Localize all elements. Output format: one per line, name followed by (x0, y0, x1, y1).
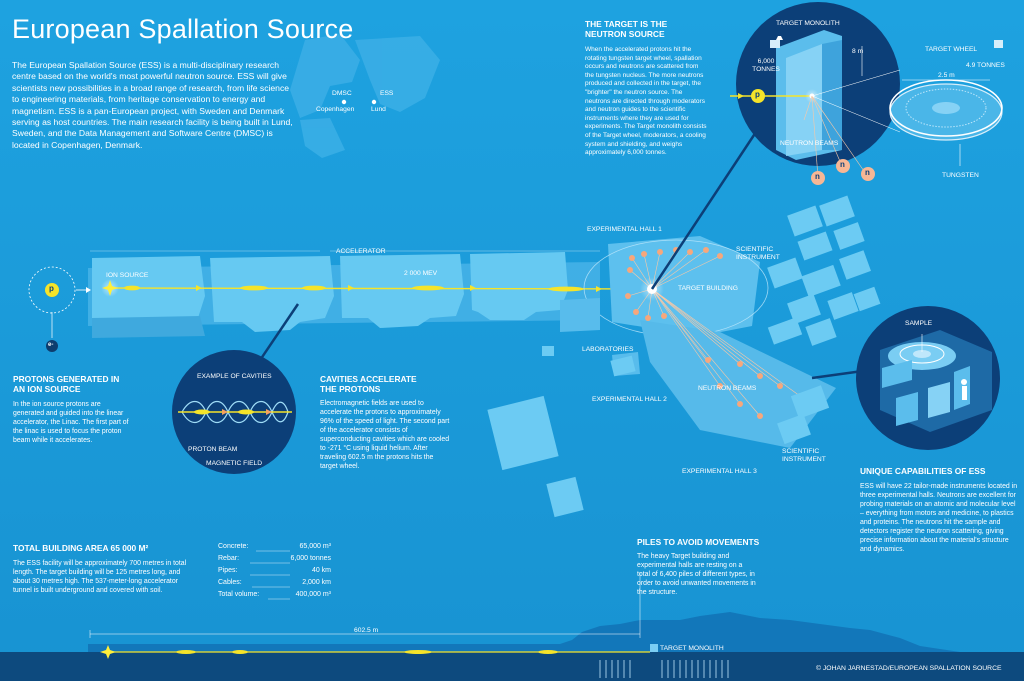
neutron-particles (811, 159, 875, 185)
sample-label: SAMPLE (905, 320, 933, 327)
proton-letter-monolith: p (755, 90, 760, 99)
monolith-weight: 6,000 TONNES (752, 58, 780, 73)
area-heading: TOTAL BUILDING AREA 65 000 m² (13, 543, 149, 553)
cavities-inset (172, 350, 296, 474)
ion-source-label: ION SOURCE (106, 272, 149, 279)
hall-1-label: EXPERIMENTAL HALL 1 (587, 226, 662, 233)
proton-beam-label: PROTON BEAM (188, 446, 238, 453)
stat-value: 65,000 m³ (299, 543, 331, 550)
ion-source-spark (101, 279, 119, 297)
proton-beam-line (107, 285, 653, 292)
hall-3-label: EXPERIMENTAL HALL 3 (682, 468, 757, 475)
unique-heading: UNIQUE CAPABILITIES OF ESS (860, 466, 986, 476)
target-monolith-label: TARGET MONOLITH (776, 20, 840, 27)
bottom-target-monolith-label: TARGET MONOLITH (660, 645, 724, 652)
stat-label: Concrete: (218, 543, 249, 550)
cavities-body: Electromagnetic fields are used to accel… (320, 400, 450, 470)
neutron-letter-1: n (815, 172, 820, 181)
accelerator-tunnel (88, 252, 600, 338)
stat-value: 6,000 tonnes (290, 555, 331, 562)
area-body: The ESS facility will be approximately 7… (13, 560, 187, 594)
scientific-instrument-label-2: SCIENTIFIC INSTRUMENT (782, 448, 826, 463)
wheel-material: TUNGSTEN (942, 172, 979, 179)
dmsc-dot (341, 99, 347, 105)
hydrogen-atom (28, 266, 91, 352)
protons-body: In the ion source protons are generated … (13, 401, 129, 444)
stat-label: Pipes: (218, 567, 238, 574)
credit-text: © JOHAN JARNESTAD/EUROPEAN SPALLATION SO… (816, 665, 1002, 672)
stat-value: 400,000 m³ (295, 591, 331, 598)
scandinavia-map (290, 34, 440, 158)
stat-label: Rebar: (218, 555, 240, 562)
unique-body: ESS will have 22 tailor-made instruments… (860, 483, 1018, 553)
protons-heading: PROTONS GENERATED IN AN ION SOURCE (13, 374, 120, 394)
piles-body: The heavy Target building and experiment… (637, 553, 756, 596)
target-monolith-inset (730, 2, 900, 179)
electron-letter: e- (48, 342, 54, 348)
target-heading-line-2: NEUTRON SOURCE (585, 29, 665, 39)
map-label-lund: Lund (371, 106, 386, 113)
neutron-letter-2: n (840, 160, 845, 169)
sample-inset (856, 306, 1000, 450)
target-body: When the accelerated protons hit the rot… (585, 46, 707, 157)
stat-value: 40 km (311, 567, 331, 574)
monolith-height: 8 m (852, 48, 864, 55)
wheel-weight: 4.9 TONNES (966, 62, 1005, 69)
campus-buildings (487, 195, 881, 518)
length-label: 602.5 m (354, 627, 379, 634)
target-building-label: TARGET BUILDING (678, 285, 738, 292)
hall-2-label: EXPERIMENTAL HALL 2 (592, 396, 667, 403)
map-label-dmsc: DMSC (332, 90, 352, 97)
cavities-heading: CAVITIES ACCELERATE THE PROTONS (320, 374, 417, 394)
stat-value: 2,000 km (302, 579, 331, 586)
page-title: European Spallation Source (12, 14, 354, 44)
proton-letter-atom: p (49, 284, 54, 293)
cavities-example-label: EXAMPLE OF CAVITIES (197, 373, 272, 380)
wheel-diameter: 2.5 m (938, 72, 955, 79)
neutron-beams-label: NEUTRON BEAMS (698, 385, 757, 392)
neutron-letter-3: n (865, 168, 870, 177)
stat-label: Total volume: (218, 591, 260, 598)
target-wheel (811, 40, 1003, 166)
cross-section (0, 572, 1024, 681)
target-heading-line-1: THE TARGET IS THE (585, 19, 668, 29)
ess-dot (371, 99, 377, 105)
map-label-copenhagen: Copenhagen (316, 106, 355, 113)
accelerator-label: ACCELERATOR (336, 248, 386, 255)
intro-text: The European Spallation Source (ESS) is … (12, 60, 293, 150)
target-building-complex (560, 236, 836, 448)
laboratories-label: LABORATORIES (582, 346, 634, 353)
stat-label: Cables: (218, 579, 242, 586)
target-wheel-label: TARGET WHEEL (925, 46, 978, 53)
target-heading: THE TARGET IS THE NEUTRON SOURCE (585, 19, 667, 39)
monolith-neutron-beams: NEUTRON BEAMS (780, 140, 839, 147)
piles-heading: PILES TO AVOID MOVEMENTS (637, 537, 760, 547)
map-label-ess: ESS (380, 90, 394, 97)
energy-label: 2 000 MEV (404, 270, 438, 277)
scientific-instrument-label: SCIENTIFIC INSTRUMENT (736, 246, 780, 261)
magnetic-field-label: MAGNETIC FIELD (206, 460, 263, 467)
